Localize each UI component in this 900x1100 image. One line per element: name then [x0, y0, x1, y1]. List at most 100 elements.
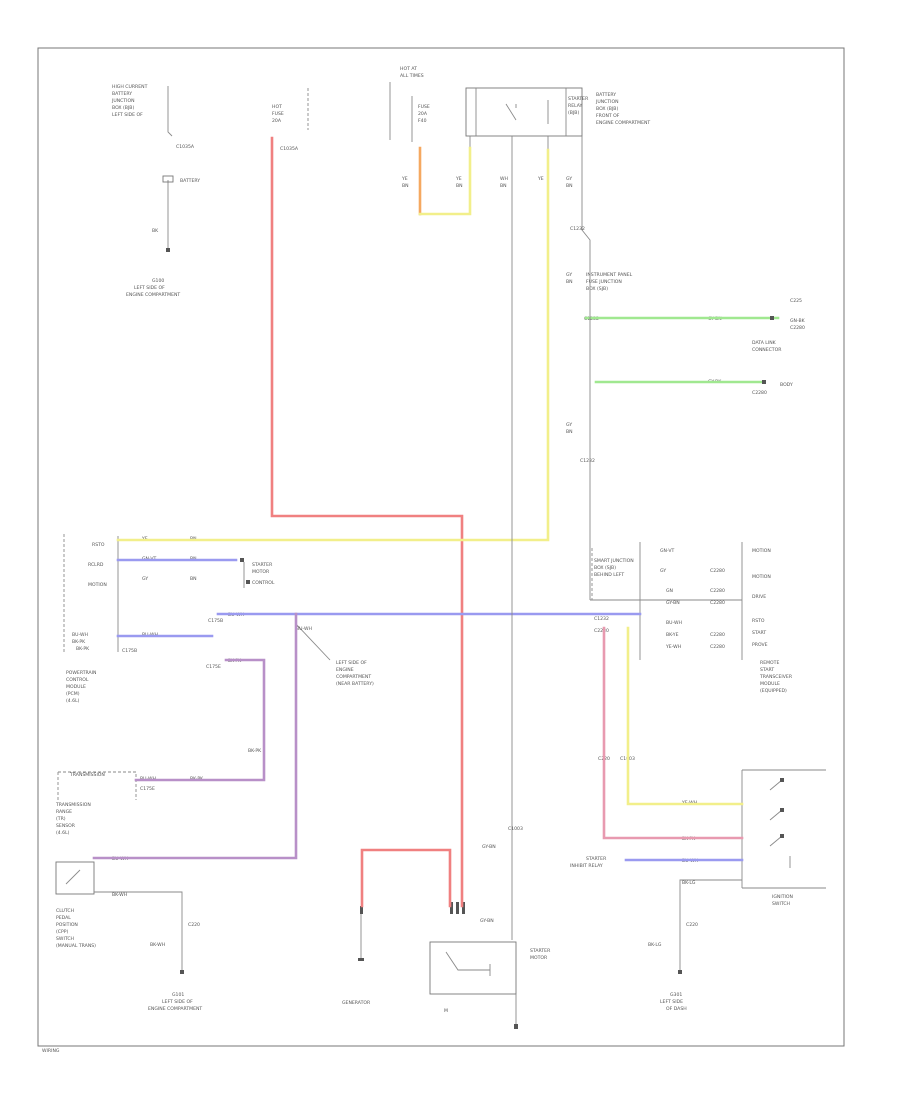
tr-sensor-block: TRANSMISSION BU-WH BK-PK C175E TRANSMISS… [55, 771, 204, 836]
hot-at-all-times-block: HOT AT ALL TIMES FUSE 20A F40 [389, 66, 430, 142]
svg-text:OF DASH: OF DASH [666, 1006, 687, 1012]
svg-text:MOTOR: MOTOR [530, 955, 548, 961]
svg-text:GN: GN [666, 588, 673, 594]
svg-text:GN-VT: GN-VT [660, 548, 675, 554]
svg-text:(CPP): (CPP) [56, 929, 69, 935]
svg-text:BEHIND LEFT: BEHIND LEFT [594, 572, 624, 578]
svg-text:BN: BN [566, 183, 573, 189]
svg-text:STARTER: STARTER [586, 856, 607, 862]
svg-text:COMPARTMENT: COMPARTMENT [336, 674, 371, 680]
svg-text:RSTO: RSTO [752, 618, 765, 624]
svg-text:C1003: C1003 [508, 826, 523, 832]
svg-text:PROVE: PROVE [752, 642, 768, 648]
svg-text:LEFT SIDE OF: LEFT SIDE OF [134, 285, 165, 291]
svg-text:MOTION: MOTION [88, 582, 107, 588]
svg-text:C220: C220 [188, 922, 200, 928]
svg-text:FRONT OF: FRONT OF [596, 113, 620, 119]
svg-text:SENSOR: SENSOR [56, 823, 76, 829]
yellow-wire-relay-loop [418, 146, 472, 216]
svg-text:TRANSMISSION: TRANSMISSION [55, 802, 91, 808]
svg-text:HOT AT: HOT AT [400, 66, 417, 72]
svg-text:DRIVE: DRIVE [752, 594, 766, 600]
svg-text:LEFT SIDE: LEFT SIDE [660, 999, 683, 1005]
svg-text:F40: F40 [418, 118, 427, 124]
svg-text:INSTRUMENT PANEL: INSTRUMENT PANEL [586, 272, 633, 278]
svg-text:C2280: C2280 [752, 390, 767, 396]
svg-text:BK-YE: BK-YE [666, 632, 679, 638]
svg-text:SMART JUNCTION: SMART JUNCTION [594, 558, 634, 564]
svg-text:BN: BN [402, 183, 409, 189]
splice-note: BU-WH LEFT SIDE OF ENGINE COMPARTMENT (N… [248, 623, 374, 754]
cpp-switch-block: BU-WH BK-WH CLUTCH PEDAL POSITION (CPP) … [55, 856, 202, 1012]
sjb-feed-line [581, 150, 591, 600]
wire-layer [92, 136, 780, 908]
svg-text:BK-WH: BK-WH [112, 892, 127, 898]
svg-text:GY-BN: GY-BN [480, 918, 494, 924]
svg-text:BU-WH: BU-WH [666, 620, 682, 626]
svg-text:(4.6L): (4.6L) [66, 698, 80, 704]
svg-text:C1232: C1232 [580, 458, 595, 464]
svg-text:C175B: C175B [208, 618, 223, 624]
svg-text:BK-PK: BK-PK [248, 748, 262, 754]
yellow-wire-right [626, 626, 744, 806]
red-wire-generator [360, 848, 452, 908]
svg-text:BN: BN [500, 183, 507, 189]
ignition-switch-block: YE-WH BK-PK BU-WH BK-LG STARTER INHIBIT … [570, 769, 826, 1012]
svg-text:STARTER: STARTER [530, 948, 551, 954]
svg-text:MOTION: MOTION [752, 574, 771, 580]
svg-text:ALL TIMES: ALL TIMES [400, 73, 424, 79]
svg-text:C175E: C175E [206, 664, 221, 670]
svg-text:GY-BN: GY-BN [482, 844, 496, 850]
svg-text:BK-LG: BK-LG [648, 942, 662, 948]
svg-text:BK-PK: BK-PK [72, 639, 86, 645]
svg-text:YE: YE [537, 176, 544, 182]
generator-block: GENERATOR [342, 906, 371, 1006]
svg-text:20A: 20A [272, 118, 282, 124]
svg-text:BN: BN [456, 183, 463, 189]
diagram-frame [37, 47, 845, 1047]
svg-text:BK: BK [152, 228, 159, 234]
svg-text:G301: G301 [670, 992, 682, 998]
svg-text:GY: GY [566, 272, 572, 278]
svg-text:REMOTE: REMOTE [760, 660, 779, 666]
svg-text:BU-WH: BU-WH [296, 626, 312, 632]
svg-text:HIGH CURRENT: HIGH CURRENT [112, 84, 148, 90]
violet-wire-splice [92, 612, 298, 860]
svg-text:FUSE JUNCTION: FUSE JUNCTION [586, 279, 622, 285]
svg-text:JUNCTION: JUNCTION [595, 99, 619, 105]
svg-text:ENGINE COMPARTMENT: ENGINE COMPARTMENT [596, 120, 650, 126]
svg-text:STARTER: STARTER [568, 96, 589, 102]
svg-text:MOTION: MOTION [752, 548, 771, 554]
svg-text:BN: BN [566, 429, 573, 435]
svg-text:G101: G101 [172, 992, 184, 998]
pink-wire-right [602, 626, 744, 840]
svg-text:C2280: C2280 [710, 568, 725, 574]
svg-text:DATA LINK: DATA LINK [752, 340, 777, 346]
wire-terminal-3 [762, 380, 766, 384]
svg-text:CONNECTOR: CONNECTOR [752, 347, 782, 353]
yellow-wire-pcm [116, 148, 550, 542]
svg-text:CONTROL: CONTROL [66, 677, 89, 683]
svg-text:BOX (BJB): BOX (BJB) [596, 106, 618, 112]
svg-text:C1035A: C1035A [176, 144, 195, 150]
svg-text:GY: GY [660, 568, 666, 574]
svg-text:HOT: HOT [272, 104, 282, 110]
svg-text:FUSE: FUSE [418, 104, 430, 110]
svg-text:BOX (SJB): BOX (SJB) [594, 565, 616, 571]
svg-text:C225: C225 [790, 298, 802, 304]
svg-text:TRANSCEIVER: TRANSCEIVER [759, 674, 793, 680]
svg-text:INHIBIT RELAY: INHIBIT RELAY [570, 863, 603, 869]
svg-text:MOTOR: MOTOR [252, 569, 270, 575]
svg-text:RELAY: RELAY [568, 103, 583, 109]
svg-text:(PCM): (PCM) [66, 691, 80, 697]
svg-text:G100: G100 [152, 278, 164, 284]
relay-output-wire-labels: YE BN YE BN WH BN YE GY BN C1232 [401, 176, 585, 232]
svg-text:BK-WH: BK-WH [150, 942, 165, 948]
smart-junction-box-block: SMART JUNCTION BOX (SJB) BEHIND LEFT GN-… [591, 542, 793, 762]
svg-text:(MANUAL TRANS): (MANUAL TRANS) [56, 943, 96, 949]
svg-text:C1232: C1232 [570, 226, 585, 232]
svg-text:RCLRD: RCLRD [88, 562, 104, 568]
svg-text:SWITCH: SWITCH [56, 936, 74, 942]
svg-text:PEDAL: PEDAL [56, 915, 71, 921]
